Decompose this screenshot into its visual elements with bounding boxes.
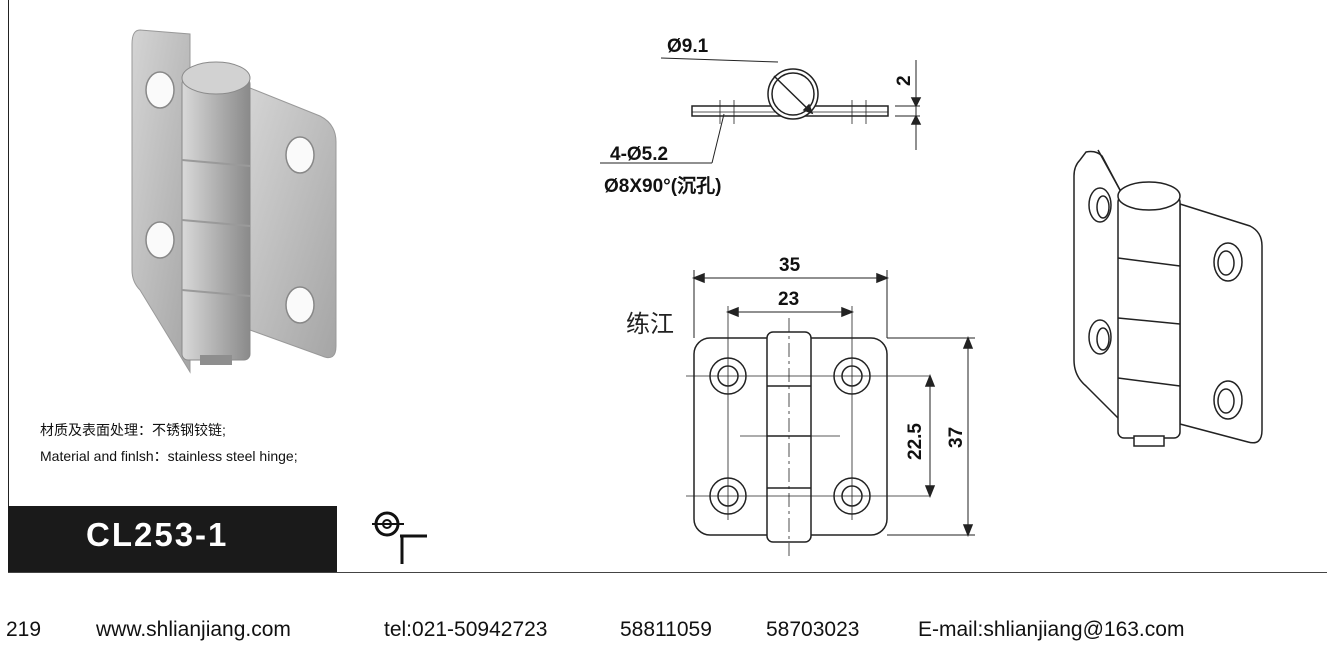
material-spec-en: Material and finlsh：stainless steel hing… <box>40 448 298 464</box>
hinge-3d-render <box>131 29 337 374</box>
projection-symbol-icon <box>372 511 427 564</box>
dim-pin-diameter: Ø9.1 <box>667 36 709 57</box>
model-code: CL253-1 <box>86 516 229 553</box>
footer-email: E-mail:shlianjiang@163.com <box>918 618 1185 641</box>
dim-countersink: Ø8X90°(沉孔) <box>604 175 721 197</box>
frame-bottom-border <box>8 572 1327 573</box>
dim-hole-spacing-x: 23 <box>778 289 799 310</box>
footer-phone-2: 58811059 <box>620 618 712 641</box>
footer-tel: tel:021-50942723 <box>384 618 548 641</box>
dim-overall-height: 37 <box>946 427 967 448</box>
frame-left-border <box>8 0 9 573</box>
footer-phone-3: 58703023 <box>766 618 860 641</box>
dim-overall-width: 35 <box>779 255 801 276</box>
page-number: 219 <box>6 618 42 641</box>
material-spec-cn: 材质及表面处理：不锈钢铰链; <box>40 422 226 438</box>
brand-text: 练江 <box>626 310 674 338</box>
dim-thickness: 2 <box>894 75 915 86</box>
dim-holes: 4-Ø5.2 <box>610 144 668 165</box>
front-view-drawing <box>686 270 975 556</box>
model-code-bar <box>8 506 337 572</box>
footer-website: www.shlianjiang.com <box>96 618 291 641</box>
side-view-drawing <box>600 57 922 164</box>
hinge-3d-line-drawing <box>1073 149 1263 447</box>
dim-hole-spacing-y: 22.5 <box>905 423 926 460</box>
